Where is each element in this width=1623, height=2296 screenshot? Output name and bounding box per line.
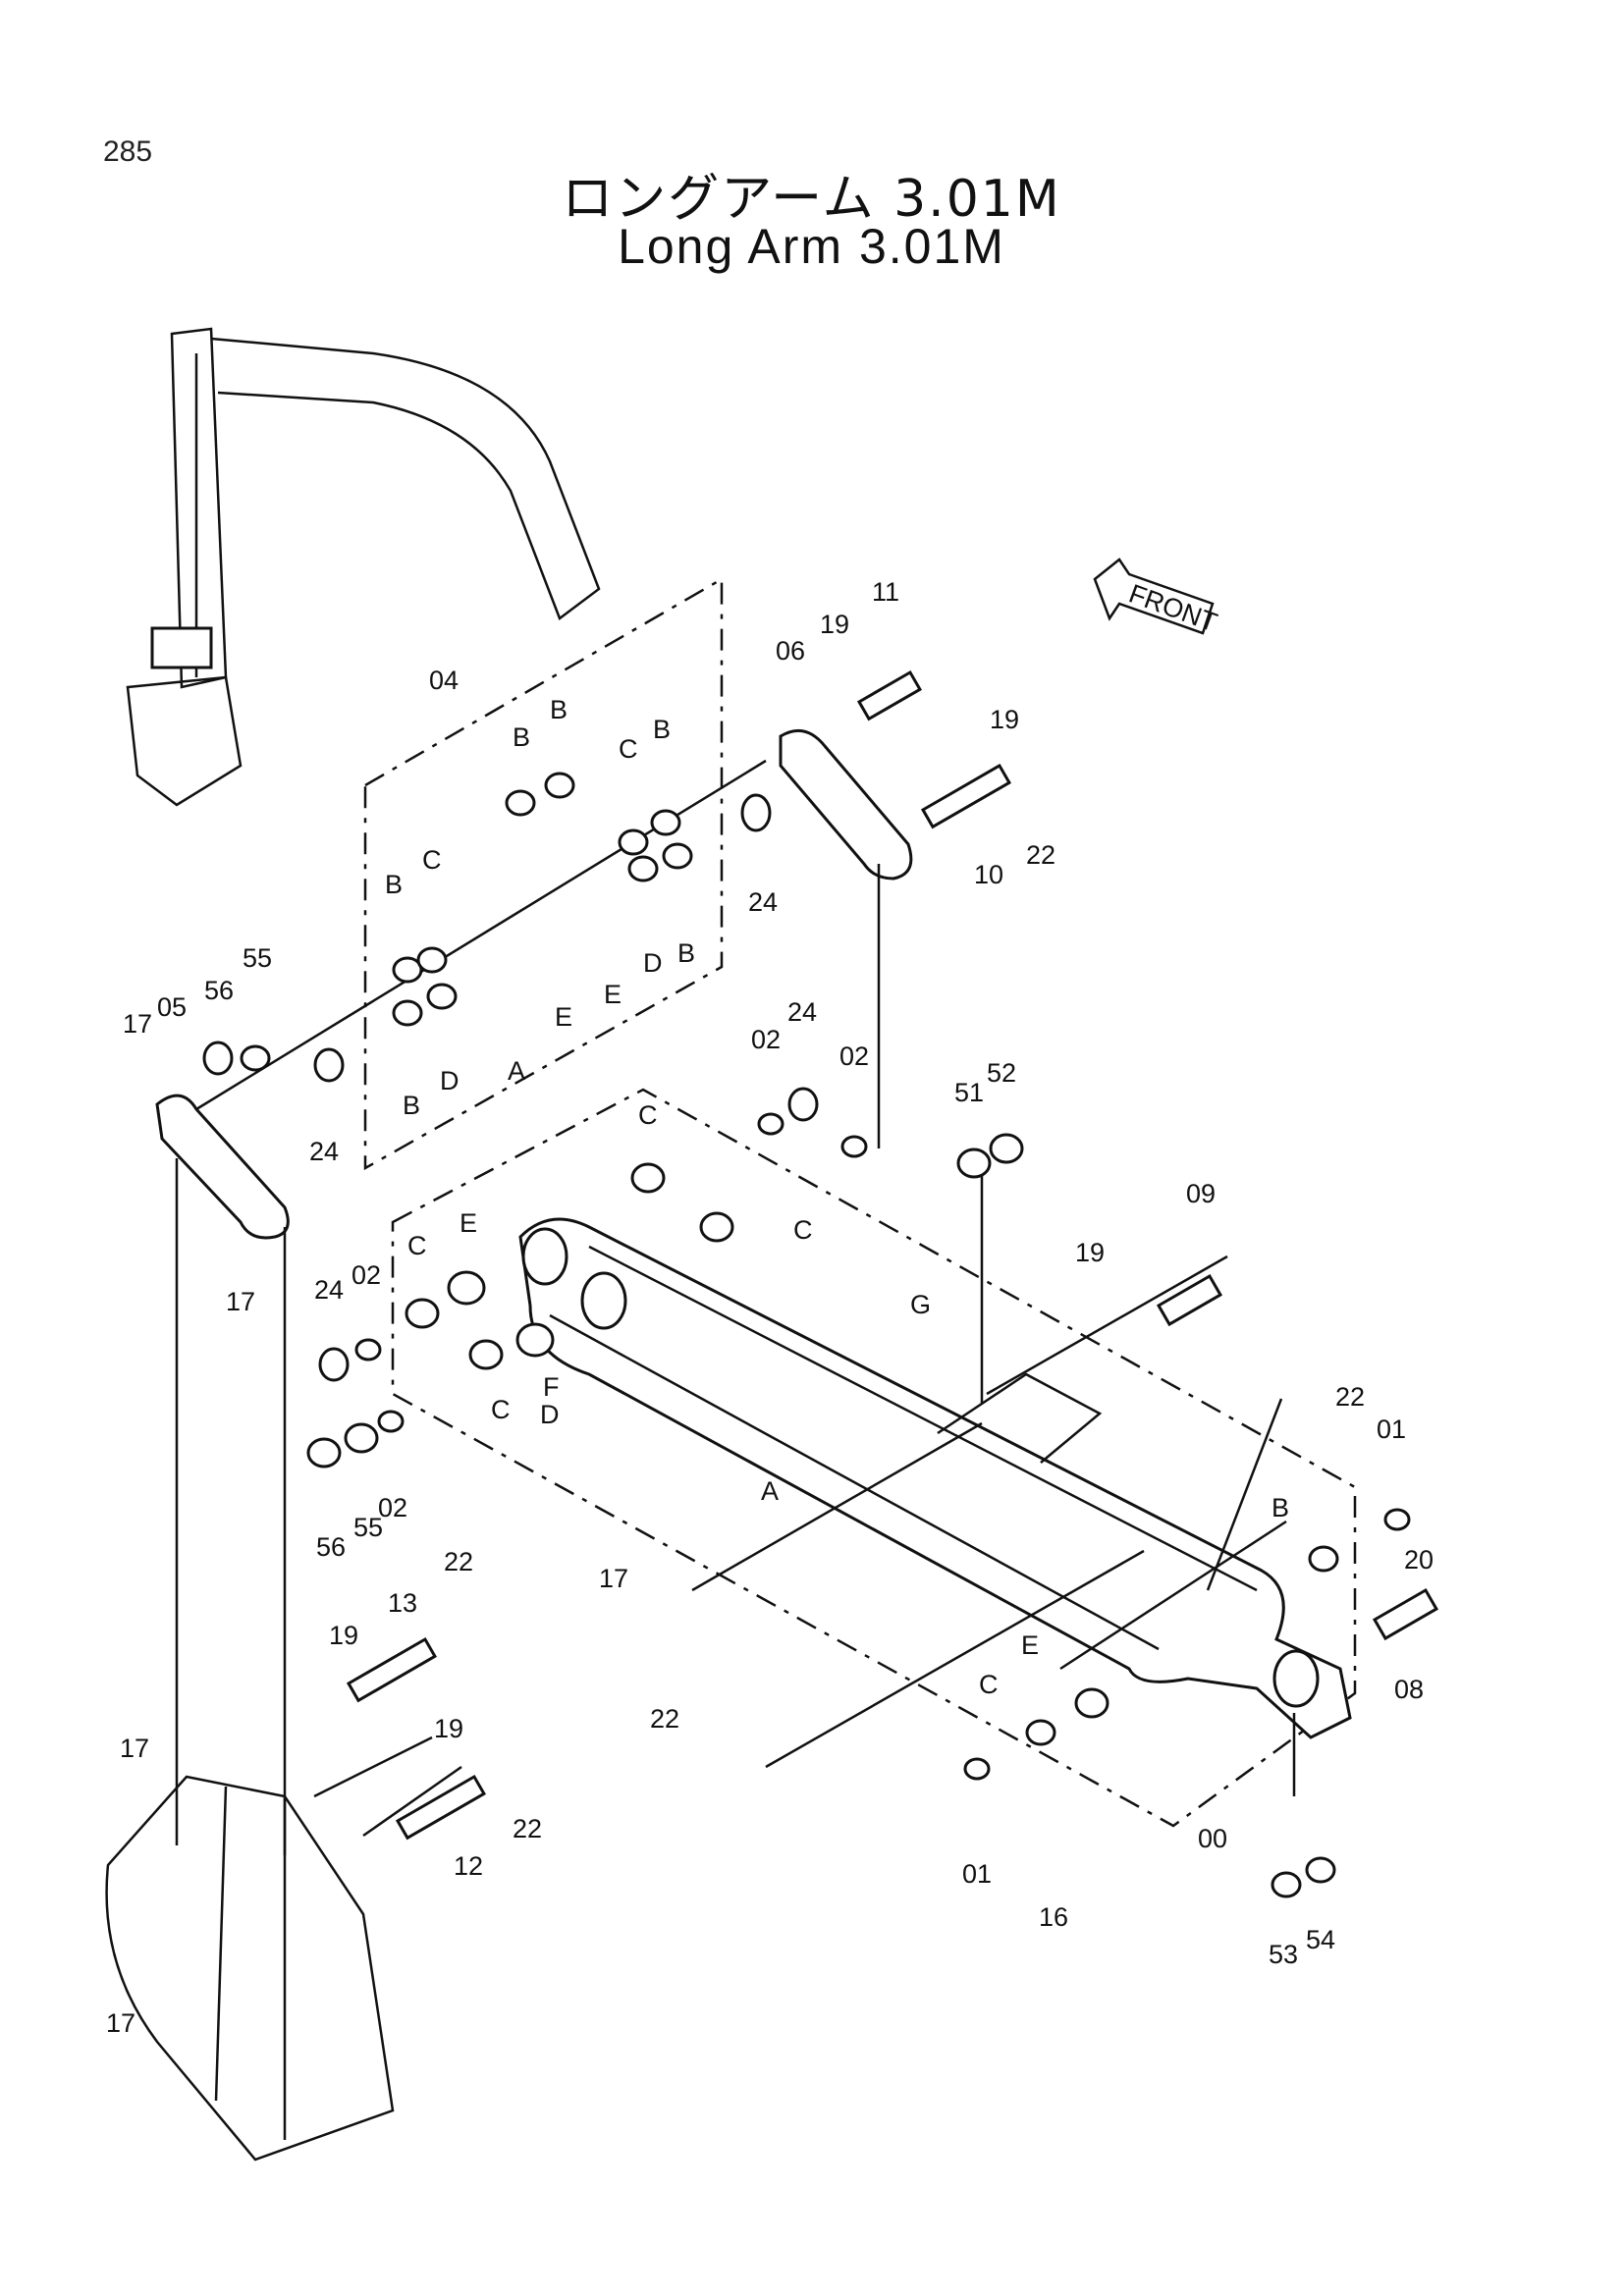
callout-label: B (1271, 1493, 1289, 1522)
callout-label: 04 (429, 666, 459, 695)
callout-label: D (643, 948, 663, 978)
page-number: 285 (103, 135, 153, 168)
callout-label: 19 (1075, 1238, 1105, 1267)
callout-label: E (1021, 1630, 1039, 1660)
callout-label: 09 (1186, 1179, 1216, 1208)
callout-label: B (385, 870, 403, 899)
callout-label: B (513, 722, 530, 752)
callout-label: 53 (1269, 1940, 1298, 1969)
callout-label: 22 (1335, 1382, 1365, 1412)
callout-label: 19 (329, 1621, 358, 1650)
callout-label: G (910, 1290, 931, 1319)
callout-label: C (793, 1215, 813, 1245)
callout-label: 19 (990, 705, 1019, 734)
callout-label: A (508, 1056, 525, 1086)
callout-label: 11 (872, 577, 899, 607)
callout-label: C (491, 1395, 511, 1424)
callout-label: B (550, 695, 568, 724)
callout-label: 01 (1377, 1415, 1406, 1444)
callout-label: 55 (243, 943, 272, 973)
callout-label: 22 (513, 1814, 542, 1843)
callout-label: 24 (748, 887, 778, 917)
leader-lines (175, 759, 1296, 1855)
callout-label: C (422, 845, 442, 875)
callout-label: A (761, 1476, 779, 1506)
callout-label: 02 (839, 1041, 869, 1071)
callout-label: 24 (309, 1137, 339, 1166)
callout-label: 17 (226, 1287, 255, 1316)
callout-label: 20 (1404, 1545, 1434, 1575)
callout-label: 54 (1306, 1925, 1335, 1954)
callout-label: 51 (954, 1078, 984, 1107)
callout-label: 17 (106, 2008, 135, 2038)
page-title-english: Long Arm 3.01M (618, 219, 1005, 274)
callout-label: 17 (599, 1564, 628, 1593)
callout-label: E (460, 1208, 477, 1238)
page-title-japanese: ロングアーム 3.01M (562, 170, 1061, 229)
callout-label: 13 (388, 1588, 417, 1618)
callout-label: 52 (987, 1058, 1016, 1088)
callout-label: E (604, 980, 622, 1009)
callout-label: 16 (1039, 1902, 1068, 1932)
small-parts (202, 772, 1411, 1898)
callout-label: 55 (353, 1513, 383, 1542)
callout-label: 22 (1026, 840, 1055, 870)
front-arrow-icon: FRONT (1093, 558, 1221, 637)
kit-04-boundary (363, 576, 724, 1171)
callout-label: 56 (316, 1532, 346, 1562)
callout-label: B (677, 938, 695, 968)
callout-label: 02 (751, 1025, 781, 1054)
callout-label: F (543, 1372, 560, 1402)
callout-labels: 00 01 01 02 02 02 02 04 05 06 08 09 10 1… (106, 577, 1434, 2038)
callout-label: 17 (120, 1734, 149, 1763)
callout-label: B (403, 1091, 420, 1120)
callout-label: D (440, 1066, 460, 1095)
callout-label: 22 (444, 1547, 473, 1576)
callout-label: 24 (314, 1275, 344, 1305)
link-05 (155, 1094, 290, 1240)
bucket-outline (105, 1775, 395, 2162)
arm-body (518, 1217, 1352, 1739)
callout-label: 12 (454, 1851, 483, 1881)
callout-label: 22 (650, 1704, 679, 1734)
callout-label: 24 (787, 997, 817, 1027)
assembly-00-boundary (391, 1088, 1357, 1828)
callout-label: 08 (1394, 1675, 1424, 1704)
callout-label: C (638, 1100, 658, 1130)
callout-label: 10 (974, 860, 1003, 889)
callout-label: D (540, 1400, 560, 1429)
callout-label: 06 (776, 636, 805, 666)
boom-outline (126, 327, 601, 807)
callout-label: 19 (820, 610, 849, 639)
front-label: FRONT (1125, 578, 1221, 637)
pins (346, 669, 1439, 1841)
callout-label: 02 (352, 1260, 381, 1290)
callout-label: 00 (1198, 1824, 1227, 1853)
link-06 (779, 728, 913, 881)
callout-label: E (555, 1002, 572, 1032)
callout-label: 01 (962, 1859, 992, 1889)
callout-label: 19 (434, 1714, 463, 1743)
callout-label: 02 (378, 1493, 407, 1522)
callout-label: 05 (157, 992, 187, 1022)
callout-label: 56 (204, 976, 234, 1005)
callout-label: C (407, 1231, 427, 1260)
callout-label: 17 (123, 1009, 152, 1039)
callout-label: C (979, 1670, 999, 1699)
callout-label: B (653, 715, 671, 744)
callout-label: C (619, 734, 638, 764)
